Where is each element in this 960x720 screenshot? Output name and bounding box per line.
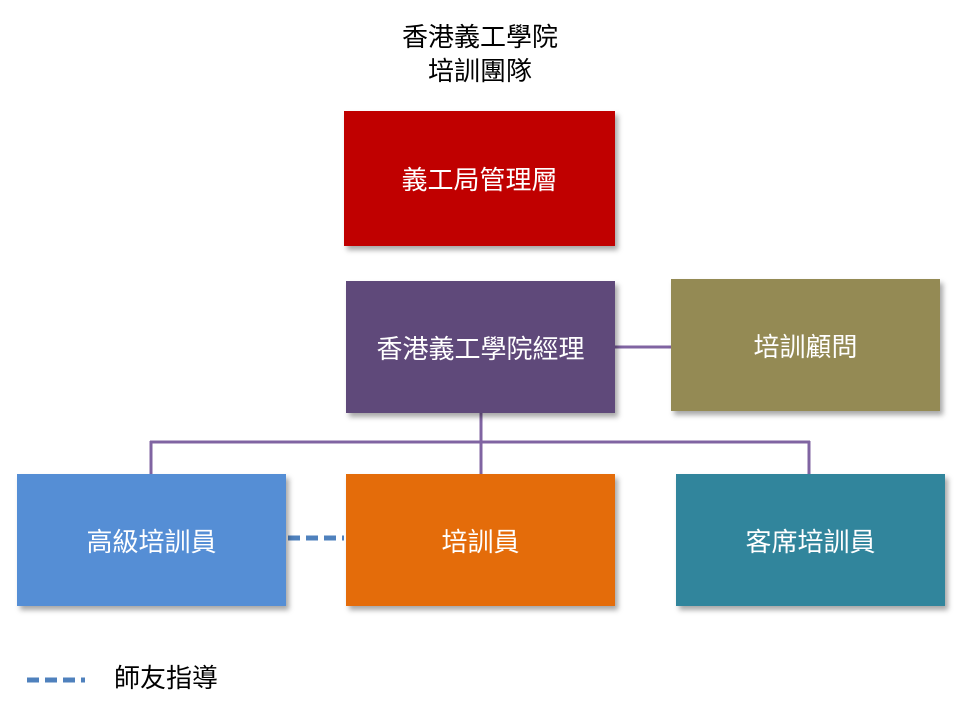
diagram-subtitle: 培訓團隊 — [427, 57, 532, 87]
node-senior-trainer: 高級培訓員 — [17, 474, 286, 606]
node-senior-trainer-label: 高級培訓員 — [86, 527, 217, 558]
node-trainer-label: 培訓員 — [441, 527, 520, 558]
node-training-advisor: 培訓顧問 — [671, 279, 940, 411]
node-trainer: 培訓員 — [346, 474, 615, 606]
node-training-advisor-label: 培訓顧問 — [753, 332, 858, 363]
node-management: 義工局管理層 — [344, 111, 615, 246]
node-academy-manager: 香港義工學院經理 — [346, 281, 615, 413]
diagram-title: 香港義工學院 — [401, 23, 558, 53]
node-guest-trainer: 客席培訓員 — [676, 474, 945, 606]
node-academy-manager-label: 香港義工學院經理 — [376, 334, 585, 365]
legend-mentor-label: 師友指導 — [114, 664, 219, 694]
node-management-label: 義工局管理層 — [401, 166, 558, 196]
node-guest-trainer-label: 客席培訓員 — [745, 527, 876, 558]
